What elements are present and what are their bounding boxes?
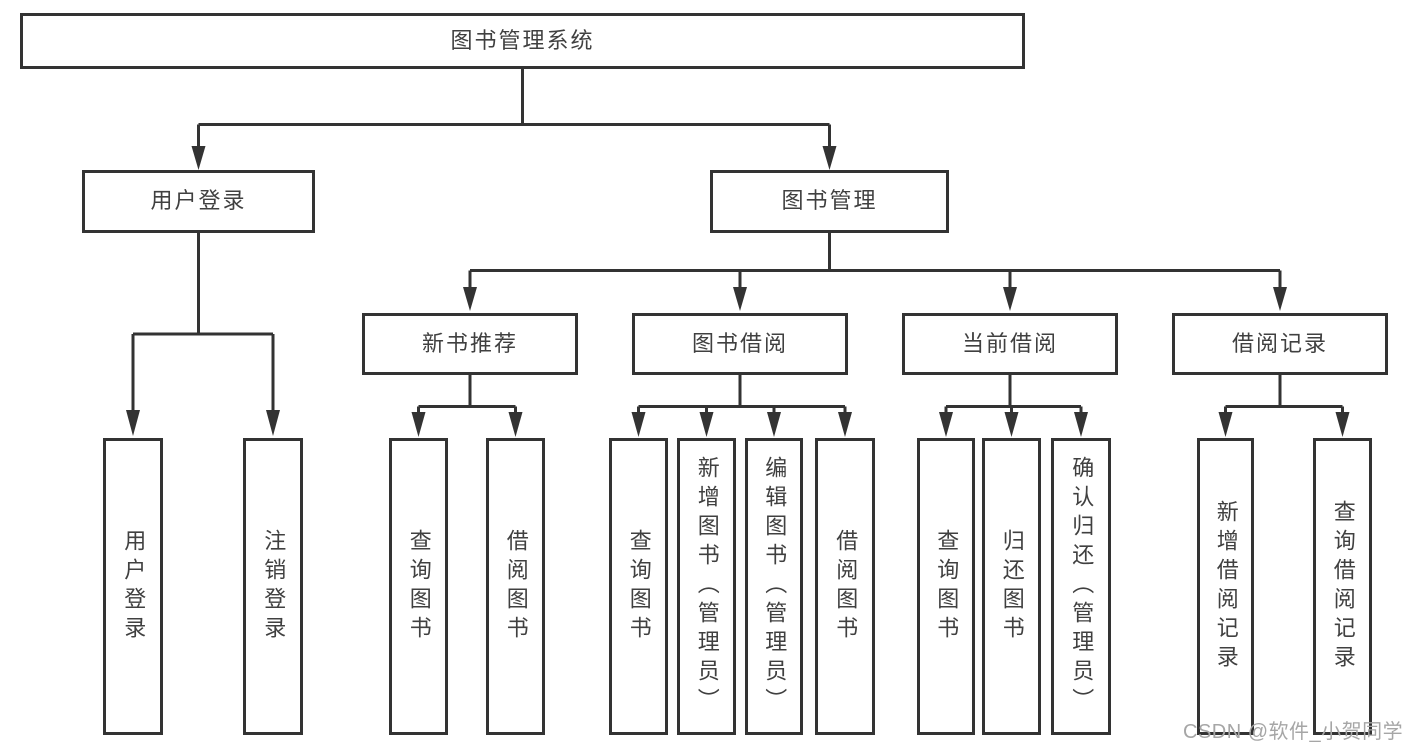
node-leaf-logout: 注销登录 xyxy=(243,438,303,735)
arrowhead-s3-c1 xyxy=(939,412,953,437)
node-label: 图书管理 xyxy=(781,188,878,214)
node-leaf-query-borrow-record: 查询借阅记录 xyxy=(1313,438,1372,735)
node-leaf-borrow-books: 借阅图书 xyxy=(486,438,545,735)
arrowhead-s2-c4 xyxy=(838,412,852,437)
node-label: 查询图书 xyxy=(626,528,652,645)
node-label: 用户登录 xyxy=(121,528,147,645)
node-leaf-query-books-2: 查询图书 xyxy=(609,438,668,735)
node-label: 图书借阅 xyxy=(691,330,788,356)
node-label: 编辑图书（管理员） xyxy=(762,456,788,717)
node-label: 当前借阅 xyxy=(961,330,1058,356)
node-book-borrowing: 图书借阅 xyxy=(632,313,848,375)
arrowhead-s1-c2 xyxy=(508,412,523,437)
node-label: 新书推荐 xyxy=(421,330,518,356)
arrowhead-s3-c2 xyxy=(1004,412,1019,437)
node-label: 借阅记录 xyxy=(1231,330,1328,356)
node-leaf-borrow-books-2: 借阅图书 xyxy=(815,438,875,735)
node-label: 借阅图书 xyxy=(503,528,529,645)
node-label: 新增图书（管理员） xyxy=(694,456,720,717)
arrowhead-s2-c1 xyxy=(631,412,646,437)
node-leaf-query-books-3: 查询图书 xyxy=(917,438,975,735)
arrowhead-s3-c3 xyxy=(1074,412,1088,437)
arrowhead-s4-c2 xyxy=(1335,412,1350,437)
node-book-management: 图书管理 xyxy=(710,170,949,233)
node-label: 归还图书 xyxy=(999,528,1025,645)
node-label: 新增借阅记录 xyxy=(1213,499,1239,674)
node-label: 查询图书 xyxy=(934,528,960,645)
node-borrowing-records: 借阅记录 xyxy=(1172,313,1388,375)
arrowhead-login-leaf xyxy=(126,410,140,436)
node-leaf-add-borrow-record: 新增借阅记录 xyxy=(1197,438,1254,735)
arrowhead-s2-c2 xyxy=(699,412,714,437)
node-leaf-confirm-return-admin: 确认归还（管理员） xyxy=(1051,438,1111,735)
arrowhead-user-login xyxy=(191,146,206,170)
node-leaf-query-books: 查询图书 xyxy=(389,438,448,735)
arrowhead-s4-c1 xyxy=(1218,412,1233,437)
node-book-management-system: 图书管理系统 xyxy=(20,13,1025,69)
arrowhead-book-mgmt xyxy=(822,146,837,170)
node-label: 注销登录 xyxy=(261,528,287,645)
node-leaf-user-login: 用户登录 xyxy=(103,438,163,735)
arrowhead-s1-c1 xyxy=(411,412,426,437)
arrowhead-new-book xyxy=(463,287,477,311)
csdn-watermark: CSDN @软件_小贺同学 xyxy=(1183,721,1404,743)
arrowhead-records xyxy=(1273,287,1287,311)
arrowhead-current xyxy=(1003,287,1017,311)
node-leaf-return-books: 归还图书 xyxy=(982,438,1041,735)
arrowhead-logout-leaf xyxy=(266,410,280,436)
node-leaf-edit-book-admin: 编辑图书（管理员） xyxy=(745,438,803,735)
arrowhead-borrowing xyxy=(733,287,747,311)
node-current-borrowing: 当前借阅 xyxy=(902,313,1118,375)
node-label: 图书管理系统 xyxy=(450,27,595,53)
node-label: 查询借阅记录 xyxy=(1330,499,1356,674)
node-label: 用户登录 xyxy=(150,188,247,214)
node-leaf-add-book-admin: 新增图书（管理员） xyxy=(677,438,736,735)
node-label: 查询图书 xyxy=(406,528,432,645)
node-label: 借阅图书 xyxy=(833,528,859,645)
arrowhead-s2-c3 xyxy=(767,412,781,437)
node-user-login: 用户登录 xyxy=(82,170,315,233)
node-label: 确认归还（管理员） xyxy=(1069,456,1095,717)
node-new-book-recommendation: 新书推荐 xyxy=(362,313,578,375)
